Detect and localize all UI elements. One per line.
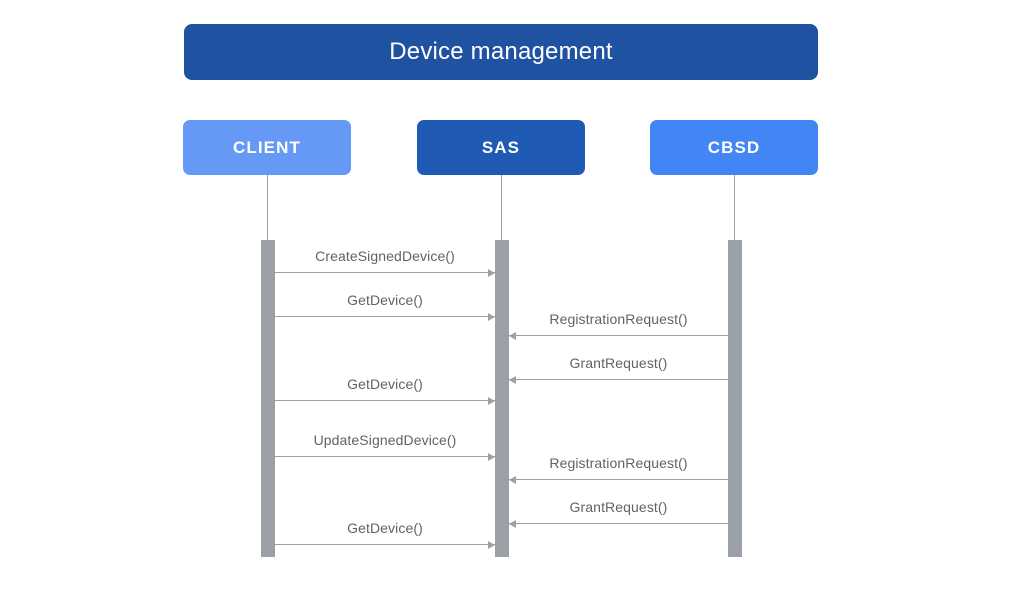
lifeline-client [267, 175, 268, 241]
participant-client-label: CLIENT [233, 137, 301, 157]
message-line [509, 379, 728, 380]
message-label: RegistrationRequest() [549, 455, 688, 471]
message-arrow[interactable]: GrantRequest() [509, 350, 728, 384]
participant-sas-label: SAS [481, 137, 521, 157]
lifeline-cbsd [734, 175, 735, 241]
message-arrow[interactable]: UpdateSignedDevice() [275, 427, 495, 461]
message-arrow[interactable]: GetDevice() [275, 287, 495, 321]
arrow-right-icon [488, 540, 495, 549]
lifeline-sas [501, 175, 502, 241]
message-label: GetDevice() [347, 520, 423, 536]
participant-sas[interactable]: SAS [417, 120, 585, 175]
message-label: GrantRequest() [569, 499, 668, 515]
diagram-title-banner: Device management [184, 24, 818, 80]
message-label: CreateSignedDevice() [315, 248, 455, 264]
page-title: Device management [389, 38, 613, 65]
arrow-left-icon [509, 331, 516, 340]
message-line [509, 479, 728, 480]
message-line [275, 316, 495, 317]
arrow-left-icon [509, 475, 516, 484]
participant-client[interactable]: CLIENT [183, 120, 351, 175]
arrow-right-icon [488, 268, 495, 277]
participant-cbsd-label: CBSD [707, 137, 761, 157]
activation-bar-cbsd [728, 240, 742, 557]
activation-bar-sas [495, 240, 509, 557]
message-label: GrantRequest() [569, 355, 668, 371]
message-label: GetDevice() [347, 292, 423, 308]
arrow-left-icon [509, 519, 516, 528]
message-line [275, 272, 495, 273]
arrow-right-icon [488, 452, 495, 461]
message-line [509, 335, 728, 336]
message-arrow[interactable]: GetDevice() [275, 515, 495, 549]
message-arrow[interactable]: GrantRequest() [509, 494, 728, 528]
message-line [275, 400, 495, 401]
message-line [275, 544, 495, 545]
message-label: GetDevice() [347, 376, 423, 392]
activation-bar-client [261, 240, 275, 557]
message-label: RegistrationRequest() [549, 311, 688, 327]
message-arrow[interactable]: CreateSignedDevice() [275, 243, 495, 277]
arrow-left-icon [509, 375, 516, 384]
message-arrow[interactable]: RegistrationRequest() [509, 450, 728, 484]
message-arrow[interactable]: GetDevice() [275, 371, 495, 405]
message-line [275, 456, 495, 457]
message-line [509, 523, 728, 524]
participant-cbsd[interactable]: CBSD [650, 120, 818, 175]
message-arrow[interactable]: RegistrationRequest() [509, 306, 728, 340]
arrow-right-icon [488, 396, 495, 405]
message-label: UpdateSignedDevice() [313, 432, 457, 448]
arrow-right-icon [488, 312, 495, 321]
